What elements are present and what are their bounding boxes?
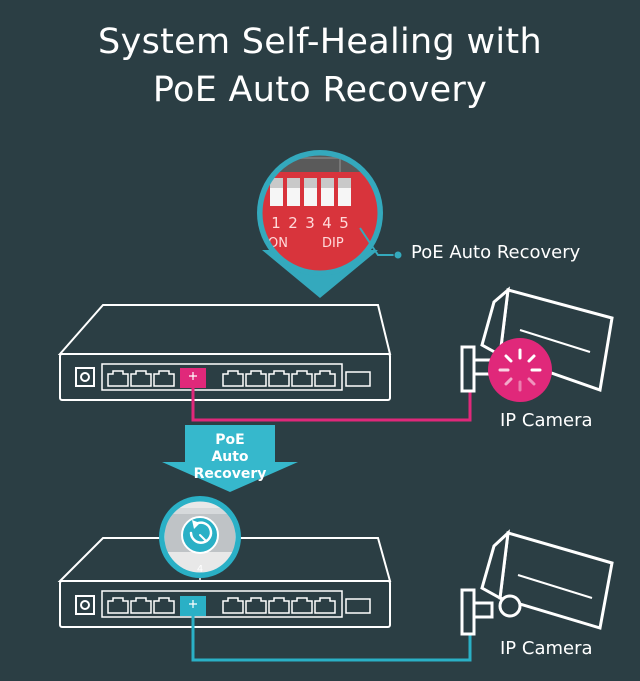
dip-number: 2 <box>288 214 298 232</box>
arrow-label-line: Recovery <box>193 466 267 482</box>
dip-number: 5 <box>339 214 349 232</box>
title-line-1: System Self-Healing with <box>98 22 542 62</box>
arrow-label: PoE Auto Recovery <box>164 432 296 483</box>
network-switch-icon <box>57 537 392 628</box>
dip-dip-label: DIP <box>322 236 344 251</box>
ip-camera-icon <box>460 529 614 636</box>
title-line-2: PoE Auto Recovery <box>152 70 488 110</box>
fault-cable <box>191 370 472 422</box>
camera-label-bottom: IP Camera <box>500 638 593 659</box>
port-number-label: 4 <box>197 564 203 575</box>
fault-spinner-icon <box>488 338 552 402</box>
ip-camera-icon <box>460 286 614 393</box>
network-switch-icon <box>57 304 392 401</box>
dip-number: 1 <box>271 214 281 232</box>
dip-number: 3 <box>305 214 315 232</box>
dip-switch-icon: 1 2 3 4 5 ON DIP <box>257 150 403 298</box>
arrow-label-line: PoE <box>215 432 245 448</box>
power-cycle-icon <box>181 516 219 554</box>
callout-label: PoE Auto Recovery <box>411 242 581 263</box>
camera-label-top: IP Camera <box>500 410 593 431</box>
arrow-label-line: Auto <box>211 449 249 465</box>
dip-number: 4 <box>322 214 332 232</box>
recovery-arrow <box>162 425 298 492</box>
